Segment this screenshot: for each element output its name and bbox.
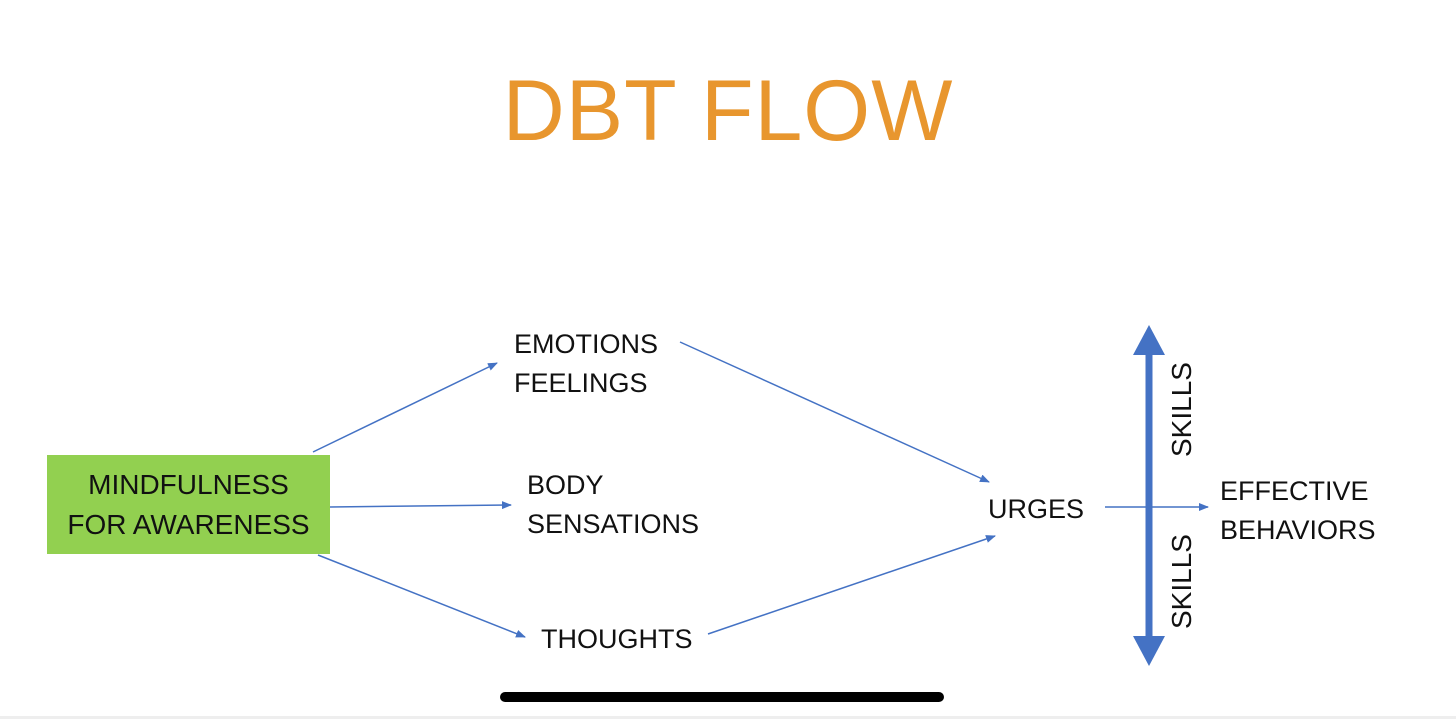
arrow-thoughts-to-urges bbox=[707, 535, 996, 635]
mindfulness-box: MINDFULNESS FOR AWARENESS bbox=[47, 455, 330, 554]
diagram-title: DBT FLOW bbox=[502, 63, 954, 159]
effective-line-1: EFFECTIVE bbox=[1220, 476, 1369, 506]
arrow-emotions-to-urges bbox=[679, 341, 990, 483]
skills-arrowhead-down bbox=[1133, 636, 1165, 666]
body-line-1: BODY bbox=[527, 470, 604, 500]
mindfulness-line-1: MINDFULNESS bbox=[88, 468, 289, 500]
arrow-mindfulness-to-emotions bbox=[312, 362, 498, 453]
effective-line-2: BEHAVIORS bbox=[1220, 515, 1376, 545]
home-indicator-bar[interactable] bbox=[500, 692, 944, 702]
skills-arrowhead-up bbox=[1133, 325, 1165, 355]
thoughts-node: THOUGHTS bbox=[541, 624, 693, 654]
skills-label-bottom: SKILLS bbox=[1166, 534, 1197, 629]
bottom-divider bbox=[0, 716, 1456, 719]
urges-node: URGES bbox=[988, 494, 1085, 524]
emotions-line-2: FEELINGS bbox=[514, 368, 648, 398]
body-line-2: SENSATIONS bbox=[527, 509, 700, 539]
arrow-mindfulness-to-body bbox=[329, 501, 512, 510]
effective-behaviors-node: EFFECTIVE BEHAVIORS bbox=[1220, 472, 1376, 550]
arrow-mindfulness-to-thoughts bbox=[317, 554, 526, 638]
emotions-line-1: EMOTIONS bbox=[514, 329, 659, 359]
mindfulness-line-2: FOR AWARENESS bbox=[67, 508, 310, 540]
emotions-node: EMOTIONS FEELINGS bbox=[514, 325, 658, 403]
skills-label-top: SKILLS bbox=[1166, 362, 1197, 457]
body-node: BODY SENSATIONS bbox=[527, 466, 699, 544]
